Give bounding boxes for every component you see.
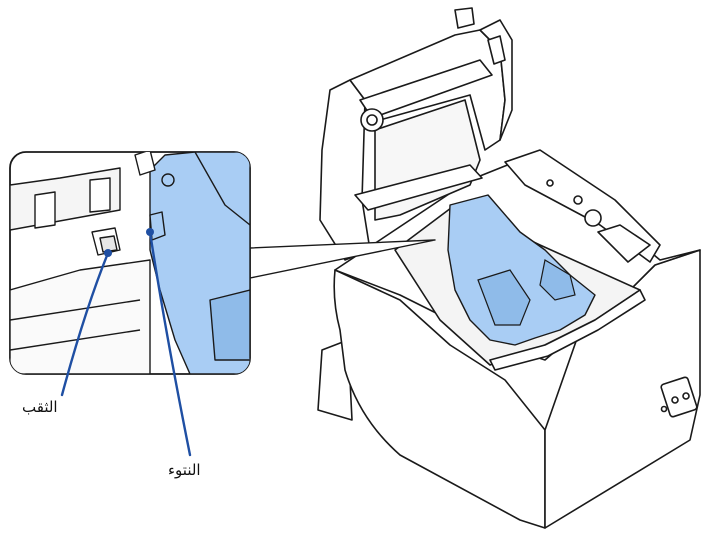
paper-guide-cutout: [477, 269, 531, 326]
inset-guide-tab: [149, 211, 166, 241]
inset-guide-screw: [161, 173, 175, 187]
inset-hole-inner: [99, 235, 118, 253]
label-hole: الثقب: [22, 398, 58, 416]
side-port-led-3: [660, 405, 668, 413]
leader-line-hole: [60, 251, 110, 397]
inset-guide-bracket: [134, 152, 156, 176]
leader-line-protrusion: [148, 230, 192, 457]
inset-guide-notch: [209, 289, 250, 361]
side-port-led-2: [682, 392, 690, 400]
side-port-led-1: [671, 396, 679, 404]
status-indicator: [546, 179, 554, 187]
paper-cutter-edge: [489, 289, 646, 371]
inset-floor: [10, 259, 151, 374]
paper-guide-notch: [539, 259, 576, 301]
front-panel-cover: [597, 224, 651, 263]
paper-guide-part: [447, 194, 596, 346]
leader-dot-protrusion: [146, 228, 154, 236]
leader-lines: [60, 230, 192, 457]
cover-latch-right: [487, 35, 506, 65]
inset-floor-line-2: [10, 329, 141, 351]
inset-slot-2: [89, 177, 111, 213]
side-port-panel: [660, 376, 698, 418]
power-button: [584, 209, 602, 227]
inset-floor-line: [10, 299, 141, 321]
cover-latch: [454, 7, 475, 29]
printer-housing-front: [333, 269, 546, 529]
zoom-inset-callout: [9, 151, 251, 375]
inset-slot-1: [34, 191, 56, 229]
label-protrusion: النتوء: [168, 461, 201, 479]
cover-hinge-bar: [354, 164, 483, 211]
inset-guide-inner-edge: [194, 152, 250, 226]
cover-left-frame: [319, 79, 371, 261]
printer-open-cover: [319, 7, 513, 261]
leader-dot-hole: [104, 249, 112, 257]
feed-indicator: [573, 195, 583, 205]
roller-gear-hub: [366, 114, 378, 126]
